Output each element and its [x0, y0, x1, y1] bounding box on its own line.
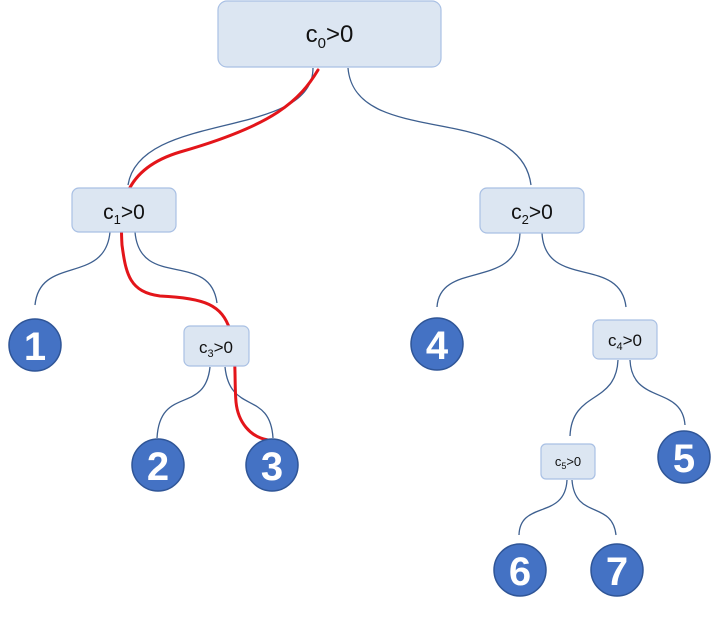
- node-c0: c0>0: [217, 0, 442, 68]
- highlighted-path: [119, 68, 320, 442]
- leaf-6: 6: [493, 543, 547, 597]
- leaf-4-circle: [410, 317, 464, 371]
- edge-c5-leaf6: [518, 479, 568, 536]
- leaf-7-circle: [590, 543, 644, 597]
- edge-c4-c5: [569, 359, 619, 437]
- edge-c5-leaf7: [571, 479, 617, 536]
- leaf-4-label: 4: [426, 324, 449, 368]
- node-c3: c3>0: [183, 325, 250, 367]
- leaf-1-circle: [8, 318, 62, 372]
- node-c4: c4>0: [592, 319, 658, 360]
- edge-c1-leaf1: [34, 231, 111, 306]
- node-c4-box: [592, 319, 658, 360]
- node-c5-label: c5>0: [555, 454, 581, 471]
- leaf-2-circle: [131, 438, 185, 492]
- node-c2: c2>0: [479, 187, 585, 234]
- node-c5-box: [540, 443, 596, 480]
- node-c0-label: c0>0: [306, 21, 354, 52]
- edge-c1-c3: [134, 231, 218, 304]
- edge-c3-leaf3: [224, 366, 274, 439]
- node-c0-box: [217, 0, 442, 68]
- node-c3-box: [183, 325, 250, 367]
- leaf-7-label: 7: [606, 550, 628, 594]
- node-c1: c1>0: [71, 187, 177, 233]
- leaf-3-label: 3: [261, 445, 283, 489]
- leaf-3-circle: [245, 438, 299, 492]
- leaf-2: 2: [131, 438, 185, 492]
- leaf-5: 5: [657, 430, 711, 484]
- node-c2-label: c2>0: [511, 201, 553, 227]
- edge-c0-c1: [127, 67, 314, 186]
- node-c3-label: c3>0: [199, 338, 233, 360]
- leaf-7: 7: [590, 543, 644, 597]
- leaf-6-label: 6: [509, 550, 531, 594]
- leaf-6-circle: [493, 543, 547, 597]
- node-c2-box: [479, 187, 585, 234]
- leaf-3: 3: [245, 438, 299, 492]
- edge-c3-leaf2: [156, 366, 211, 439]
- leaf-1-label: 1: [24, 325, 46, 369]
- leaf-2-label: 2: [147, 445, 169, 489]
- leaf-1: 1: [8, 318, 62, 372]
- node-c1-label: c1>0: [103, 201, 145, 227]
- edge-c0-c2: [347, 67, 532, 186]
- leaf-4: 4: [410, 317, 464, 371]
- node-c4-label: c4>0: [608, 331, 642, 353]
- edge-c4-leaf5: [629, 359, 686, 426]
- leaf-5-label: 5: [673, 437, 695, 481]
- node-c1-box: [71, 187, 177, 233]
- node-c5: c5>0: [540, 443, 596, 480]
- leaf-5-circle: [657, 430, 711, 484]
- edges: [34, 67, 686, 536]
- edge-c2-leaf4: [436, 232, 521, 308]
- edge-c2-c4: [541, 232, 627, 308]
